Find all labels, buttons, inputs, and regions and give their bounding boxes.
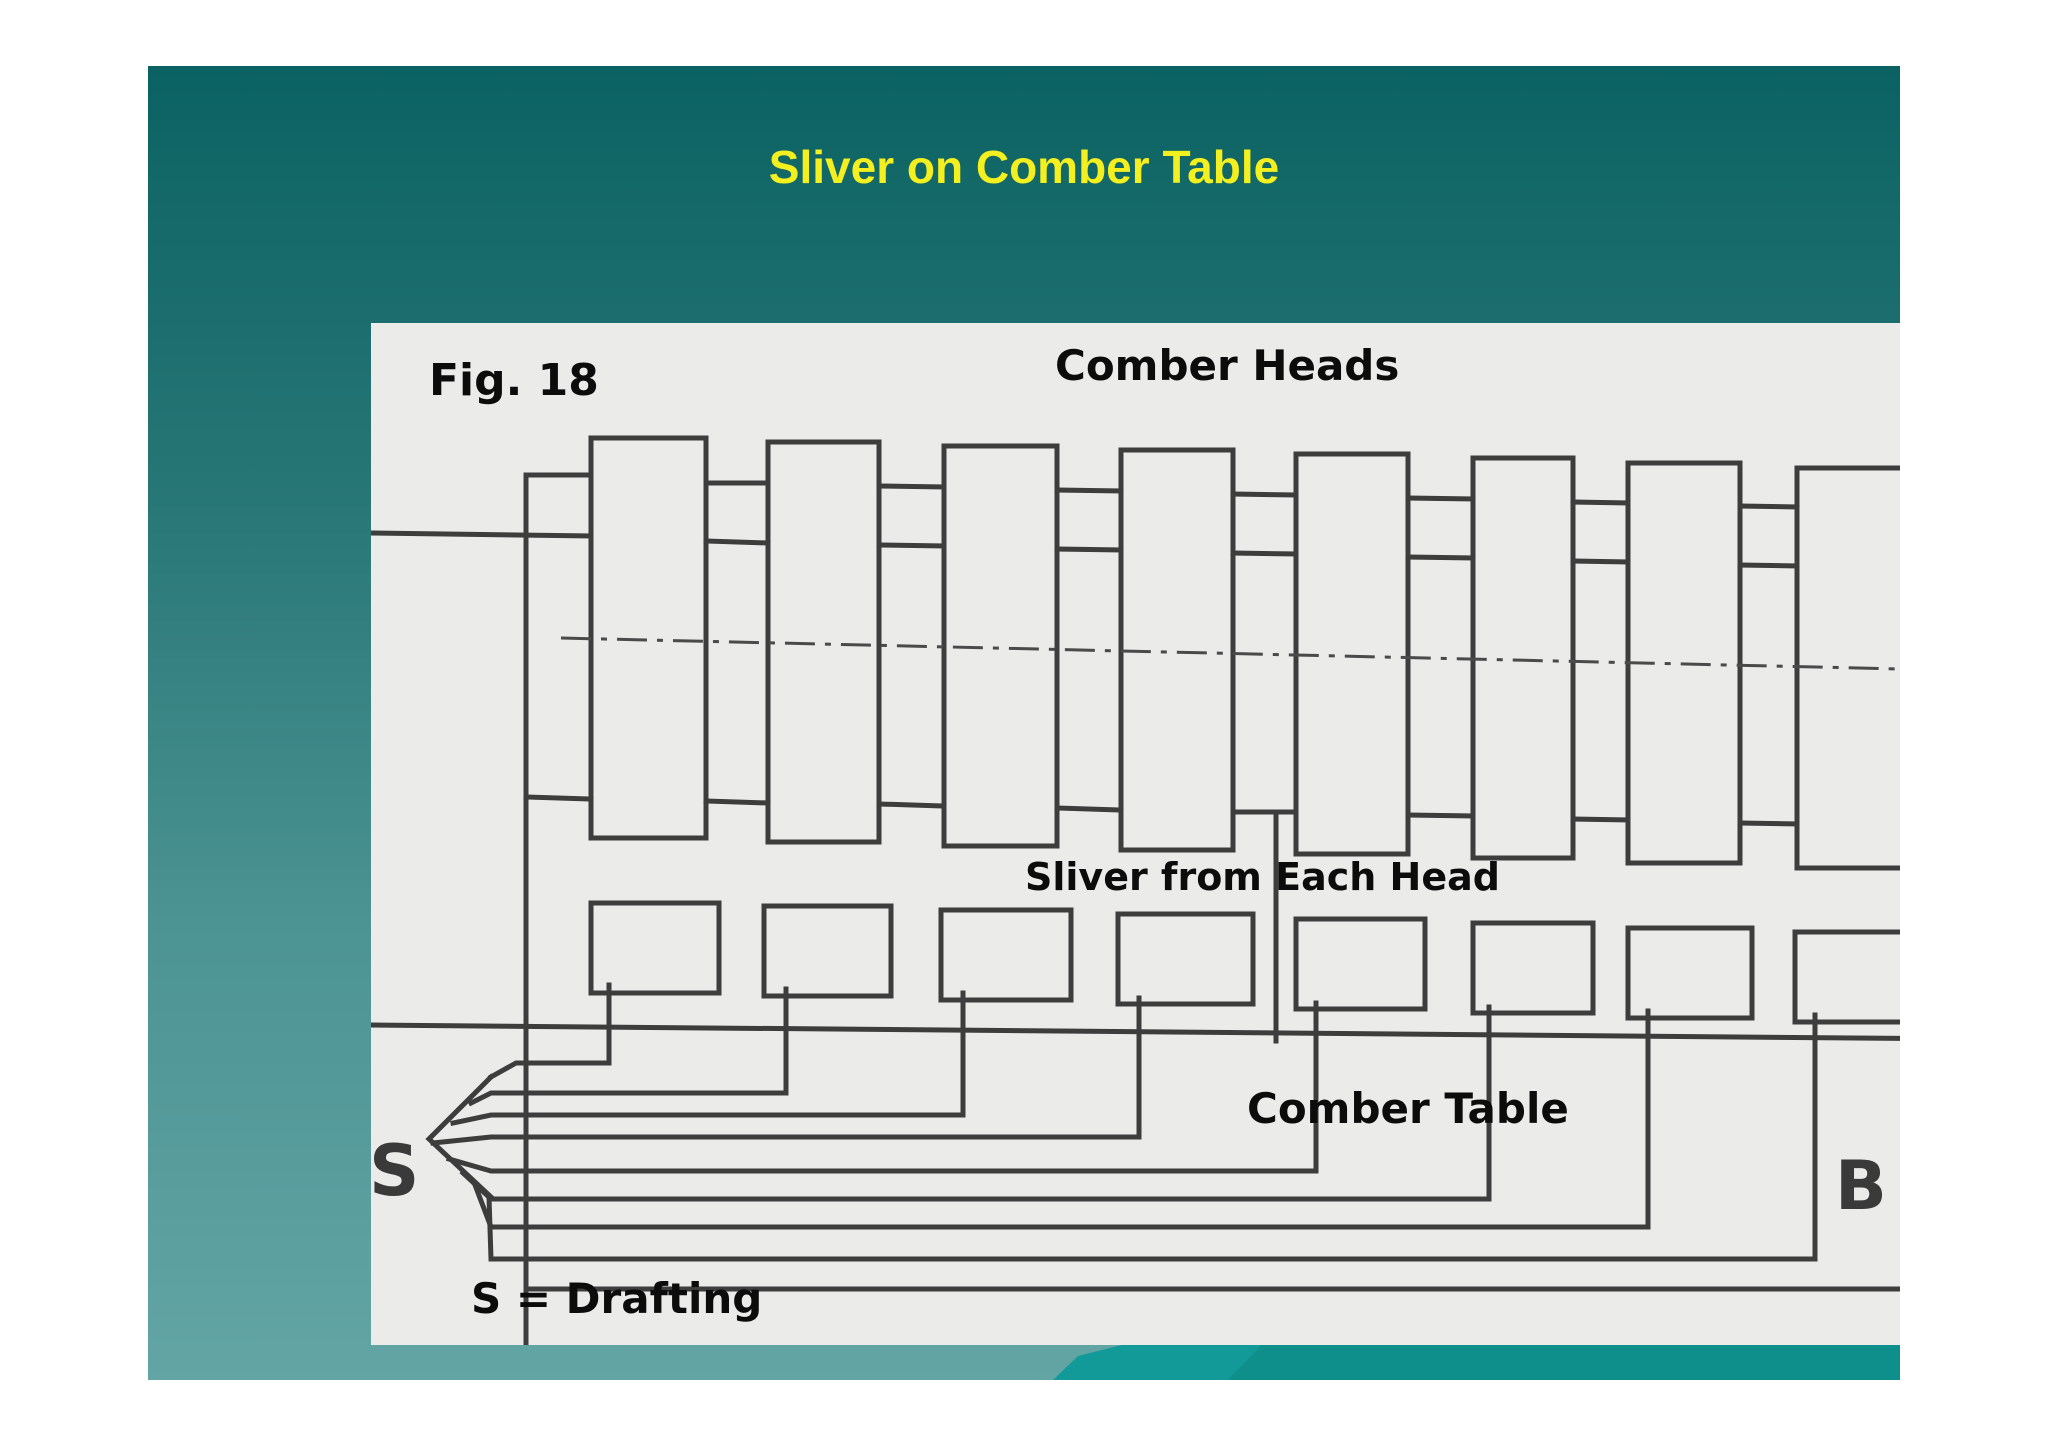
figure-panel: Fig. 18 Comber Heads Sliver from Each He… (369, 323, 1900, 1345)
slide-title: Sliver on Comber Table (768, 141, 1280, 193)
marker-b: B (1835, 1147, 1887, 1226)
sliver-can-6 (1470, 920, 1596, 1016)
comber-head-2 (765, 439, 882, 845)
comber-head-3 (941, 443, 1060, 849)
comber-table-label: Comber Table (1247, 1084, 1569, 1133)
sliver-can-1 (588, 900, 722, 996)
comber-head-6 (1470, 455, 1576, 861)
slide: Sliver on Comber Table (148, 66, 1900, 1380)
sliver-can-7 (1625, 925, 1755, 1021)
sliver-can-8 (1792, 929, 1900, 1025)
comber-heads-label: Comber Heads (1055, 341, 1400, 390)
figure-number: Fig. 18 (429, 355, 599, 406)
sliver-can-4 (1115, 911, 1256, 1007)
drafting-marker-s: S (369, 1130, 420, 1212)
sliver-can-2 (761, 903, 894, 999)
sliver-can-5 (1293, 916, 1428, 1012)
comber-head-1 (588, 435, 709, 841)
sliver-from-each-head-label: Sliver from Each Head (1025, 855, 1500, 899)
comber-diagram (371, 435, 1900, 1345)
sliver-can-3 (938, 907, 1074, 1003)
drafting-legend: S = Drafting (471, 1274, 763, 1323)
